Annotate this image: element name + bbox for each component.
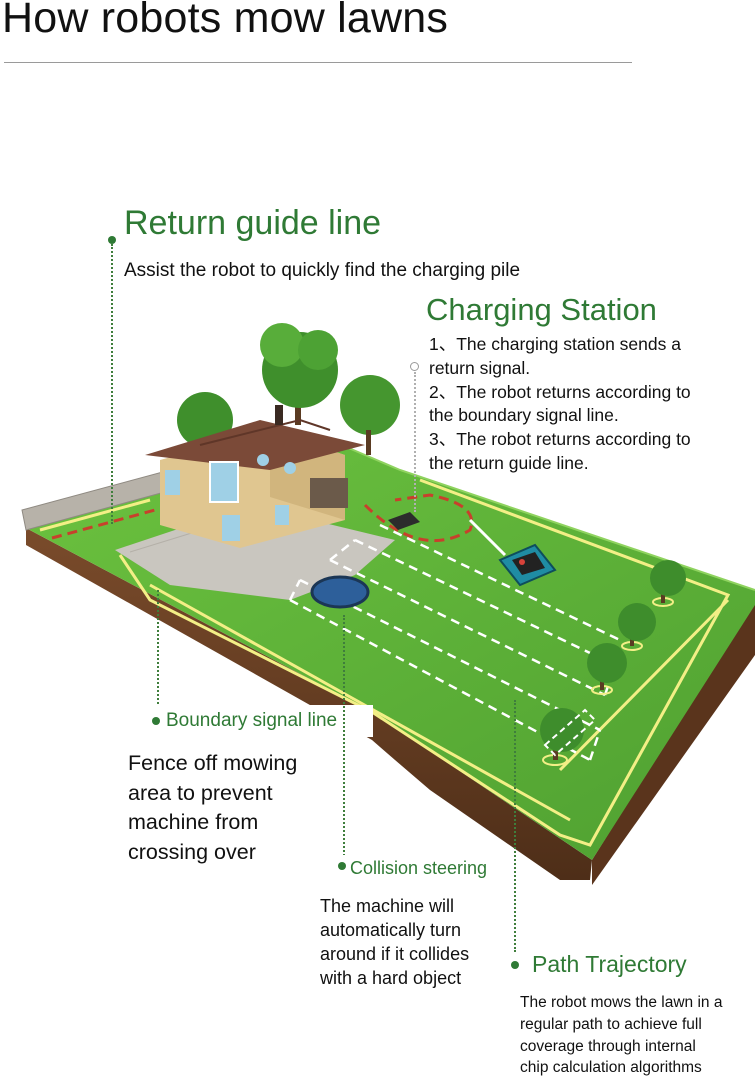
page-title: How robots mow lawns <box>2 0 449 42</box>
collision-leader <box>343 615 345 860</box>
path-marker <box>511 961 519 969</box>
soil-left-side <box>26 528 592 880</box>
collision-text-line: around if it collides <box>320 944 470 964</box>
path-text-line: chip calculation algorithms <box>520 1059 702 1077</box>
path-heading: Path Trajectory <box>532 951 687 977</box>
charging-step-line: return signal. <box>429 357 531 378</box>
mowing-paths <box>288 518 621 762</box>
path-text-line: The robot mows the lawn in a <box>520 994 723 1011</box>
trampoline <box>310 575 370 609</box>
soil-right-side <box>592 600 755 885</box>
background-trees <box>177 323 400 455</box>
boundary-leader <box>157 590 159 712</box>
boundary-heading: Boundary signal line <box>166 710 338 731</box>
foreground-trees <box>540 560 686 766</box>
collision-text-line: automatically turn <box>320 920 462 940</box>
title-divider <box>4 62 632 63</box>
boundary-marker <box>152 717 160 725</box>
robot-mower <box>498 543 557 587</box>
boundary-label-box <box>145 705 373 737</box>
charging-station-marker <box>410 362 419 371</box>
charging-step-line: 3、The robot returns according to <box>429 429 691 450</box>
house <box>145 405 365 548</box>
collision-text-line: The machine will <box>320 896 455 916</box>
charging-station-dock <box>388 512 420 530</box>
boundary-text-line: Fence off mowing <box>128 751 298 775</box>
charging-station-heading: Charging Station <box>426 292 657 327</box>
path-description: The robot mows the lawn in a regular pat… <box>520 992 722 1079</box>
return-guide-heading: Return guide line <box>124 204 382 242</box>
boundary-description: Fence off mowing area to prevent machine… <box>128 749 297 867</box>
charging-step-line: the boundary signal line. <box>429 405 619 426</box>
return-guide-text: Assist the robot to quickly find the cha… <box>124 260 521 281</box>
charging-station-leader <box>414 372 416 512</box>
charging-station-steps: 1、The charging station sends a return si… <box>429 333 691 476</box>
charging-step-line: the return guide line. <box>429 452 589 473</box>
charging-step-line: 2、The robot returns according to <box>429 381 691 402</box>
boundary-text-line: machine from <box>128 810 259 834</box>
boundary-text-line: area to prevent <box>128 780 273 805</box>
return-guide-leader <box>111 244 113 524</box>
path-text-line: regular path to achieve full <box>520 1015 702 1033</box>
collision-description: The machine will automatically turn arou… <box>320 894 469 990</box>
path-text-line: coverage through internal <box>520 1037 696 1055</box>
return-guide-wire <box>51 493 473 543</box>
boundary-text-line: crossing over <box>128 839 256 864</box>
charging-step-line: 1、The charging station sends a <box>429 334 681 354</box>
return-guide-marker <box>108 236 116 244</box>
collision-marker <box>338 862 346 870</box>
collision-heading: Collision steering <box>350 858 488 878</box>
collision-label-box <box>333 855 513 885</box>
boundary-wire <box>39 478 731 847</box>
collision-text-line: with a hard object <box>320 968 462 988</box>
path-leader <box>514 700 516 952</box>
